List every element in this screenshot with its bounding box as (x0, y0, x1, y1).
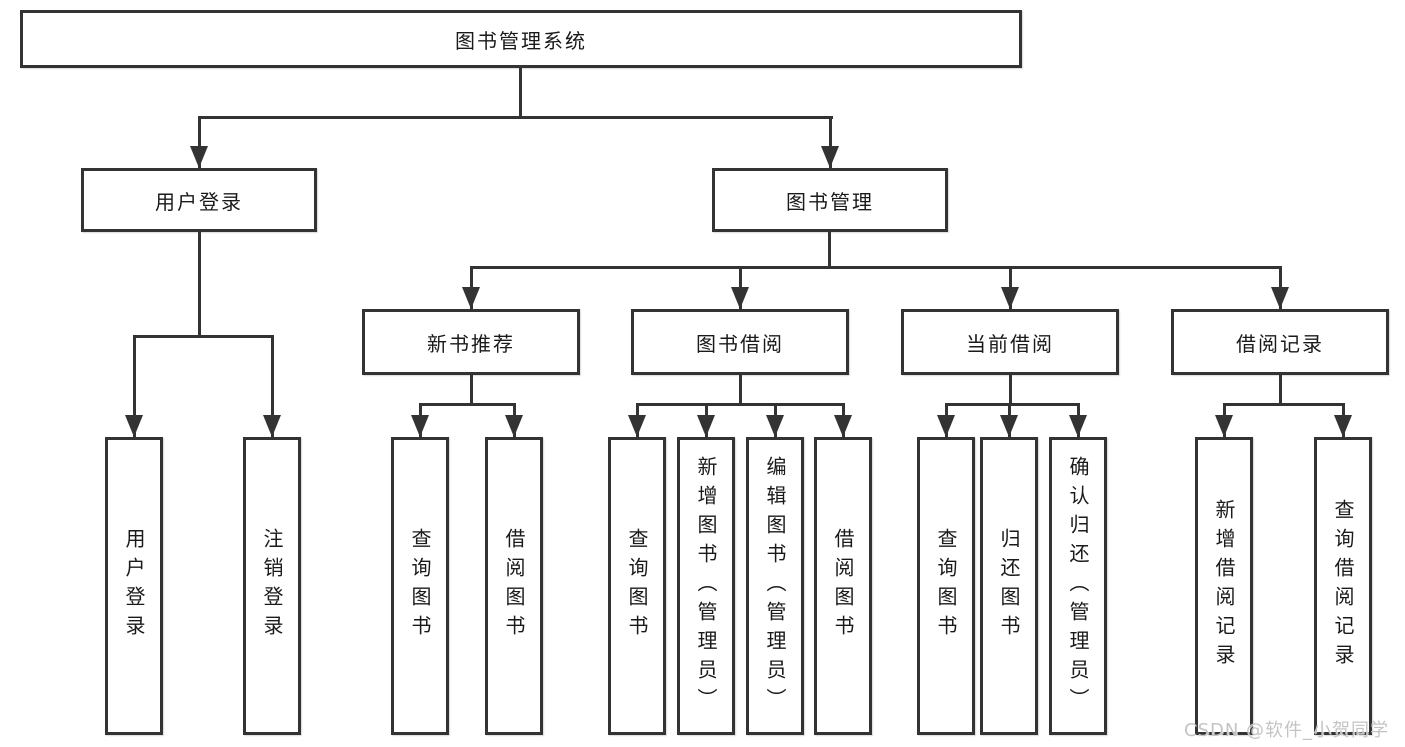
node-label: 用户登录 (155, 189, 243, 214)
arrowhead-book-borrow (731, 287, 749, 309)
connector-current-borrow-bar (945, 403, 1080, 406)
connector-root-bar (198, 116, 833, 119)
node-label: 注销登录 (260, 528, 284, 644)
arrowhead-leaf (1069, 415, 1087, 437)
node-label: 新书推荐 (427, 331, 515, 356)
leaf-borrow-query-books: 查询图书 (608, 437, 666, 735)
node-borrowing-records: 借阅记录 (1171, 309, 1389, 375)
node-label: 借阅图书 (502, 528, 526, 644)
arrowhead-login-leaf (125, 415, 143, 437)
node-current-borrowing: 当前借阅 (901, 309, 1119, 375)
leaf-add-books-admin: 新增图书（管理员） (677, 437, 735, 735)
arrowhead-leaf (1000, 415, 1018, 437)
connector-book-mgmt-stub (828, 232, 831, 269)
node-label: 当前借阅 (966, 331, 1054, 356)
node-label: 借阅图书 (831, 528, 855, 644)
node-label: 新增借阅记录 (1212, 499, 1236, 673)
node-book-borrowing: 图书借阅 (631, 309, 849, 375)
leaf-query-borrow-record: 查询借阅记录 (1314, 437, 1372, 735)
arrowhead-leaf (834, 415, 852, 437)
arrowhead-borrow-records (1271, 287, 1289, 309)
node-label: 图书借阅 (696, 331, 784, 356)
connector-user-login-stub (198, 232, 201, 338)
node-library-management-system: 图书管理系统 (20, 10, 1022, 68)
connector-borrow-records-bar (1223, 403, 1345, 406)
connector-current-borrow-stub (1009, 375, 1012, 406)
arrowhead-new-book (462, 287, 480, 309)
arrowhead-leaf (766, 415, 784, 437)
connector-new-book-stub (470, 375, 473, 406)
node-label: 查询借阅记录 (1331, 499, 1355, 673)
node-label: 图书管理系统 (455, 28, 587, 53)
leaf-logout: 注销登录 (243, 437, 301, 735)
arrowhead-current-borrow (1001, 287, 1019, 309)
connector-user-login-bar (133, 335, 274, 338)
node-label: 图书管理 (786, 189, 874, 214)
connector-root-stub (519, 68, 522, 118)
node-label: 新增图书（管理员） (694, 455, 718, 717)
leaf-recommend-borrow-books: 借阅图书 (485, 437, 543, 735)
connector-new-book-bar (419, 403, 516, 406)
arrowhead-book-mgmt (821, 146, 839, 168)
arrowhead-logout-leaf (263, 415, 281, 437)
leaf-confirm-return-admin: 确认归还（管理员） (1049, 437, 1107, 735)
leaf-edit-books-admin: 编辑图书（管理员） (746, 437, 804, 735)
leaf-recommend-query-books: 查询图书 (391, 437, 449, 735)
arrowhead-leaf (411, 415, 429, 437)
connector-book-borrow-stub (739, 375, 742, 406)
arrowhead-leaf (1215, 415, 1233, 437)
connector-book-mgmt-bar (470, 266, 1282, 269)
arrowhead-leaf (937, 415, 955, 437)
connector-to-login-leaf (133, 335, 136, 437)
arrowhead-leaf (628, 415, 646, 437)
node-new-book-recommendation: 新书推荐 (362, 309, 580, 375)
leaf-user-login: 用户登录 (105, 437, 163, 735)
node-label: 借阅记录 (1236, 331, 1324, 356)
node-label: 确认归还（管理员） (1066, 455, 1090, 717)
node-label: 查询图书 (934, 528, 958, 644)
connector-book-borrow-bar (636, 403, 845, 406)
node-user-login: 用户登录 (81, 168, 317, 232)
connector-to-book-mgmt (829, 116, 832, 168)
node-book-management: 图书管理 (712, 168, 948, 232)
arrowhead-user-login (190, 146, 208, 168)
connector-to-user-login (198, 116, 201, 168)
leaf-return-books: 归还图书 (980, 437, 1038, 735)
arrowhead-leaf (1334, 415, 1352, 437)
csdn-watermark: CSDN @软件_小贺同学 (1184, 720, 1390, 741)
arrowhead-leaf (697, 415, 715, 437)
arrowhead-leaf (505, 415, 523, 437)
node-label: 查询图书 (625, 528, 649, 644)
node-label: 查询图书 (408, 528, 432, 644)
node-label: 用户登录 (122, 528, 146, 644)
node-label: 归还图书 (997, 528, 1021, 644)
node-label: 编辑图书（管理员） (763, 455, 787, 717)
leaf-add-borrow-record: 新增借阅记录 (1195, 437, 1253, 735)
connector-borrow-records-stub (1279, 375, 1282, 406)
leaf-borrow-books: 借阅图书 (814, 437, 872, 735)
leaf-current-query-books: 查询图书 (917, 437, 975, 735)
connector-to-logout-leaf (271, 335, 274, 437)
